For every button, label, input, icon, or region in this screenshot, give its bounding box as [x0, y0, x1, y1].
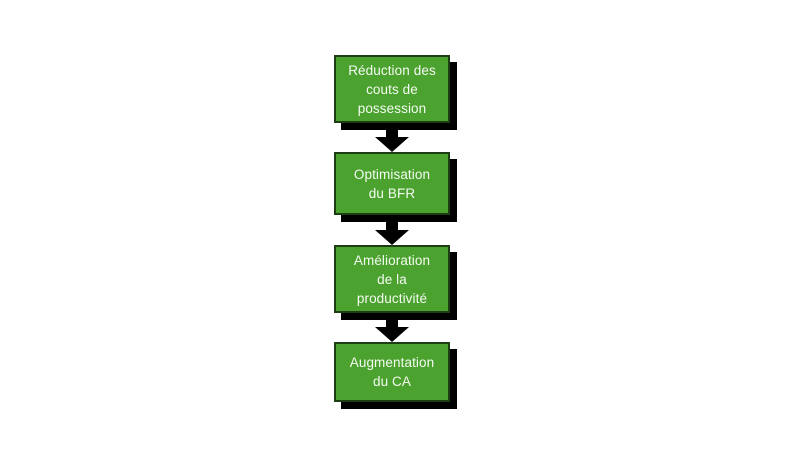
flow-connector-2: [370, 215, 414, 245]
flow-node-label: Réduction des couts de possession: [348, 62, 436, 116]
flow-node-amelioration-de-la-productivite[interactable]: Amélioration de la productivité: [334, 245, 450, 313]
flow-connector-1: [370, 123, 414, 152]
flow-connector-3: [370, 313, 414, 342]
flow-node-label: Amélioration de la productivité: [353, 252, 431, 306]
flow-node-optimisation-du-bfr[interactable]: Optimisation du BFR: [334, 152, 450, 215]
flow-node-augmentation-du-ca[interactable]: Augmentation du CA: [334, 342, 450, 402]
flow-node-reduction-des-couts-de-possession[interactable]: Réduction des couts de possession: [334, 55, 450, 123]
arrow-down-icon: [375, 123, 409, 152]
flow-node-label: Optimisation du BFR: [353, 166, 431, 201]
flow-node-label: Augmentation du CA: [349, 355, 435, 389]
arrow-down-icon: [375, 215, 409, 245]
arrow-down-icon: [375, 313, 409, 342]
